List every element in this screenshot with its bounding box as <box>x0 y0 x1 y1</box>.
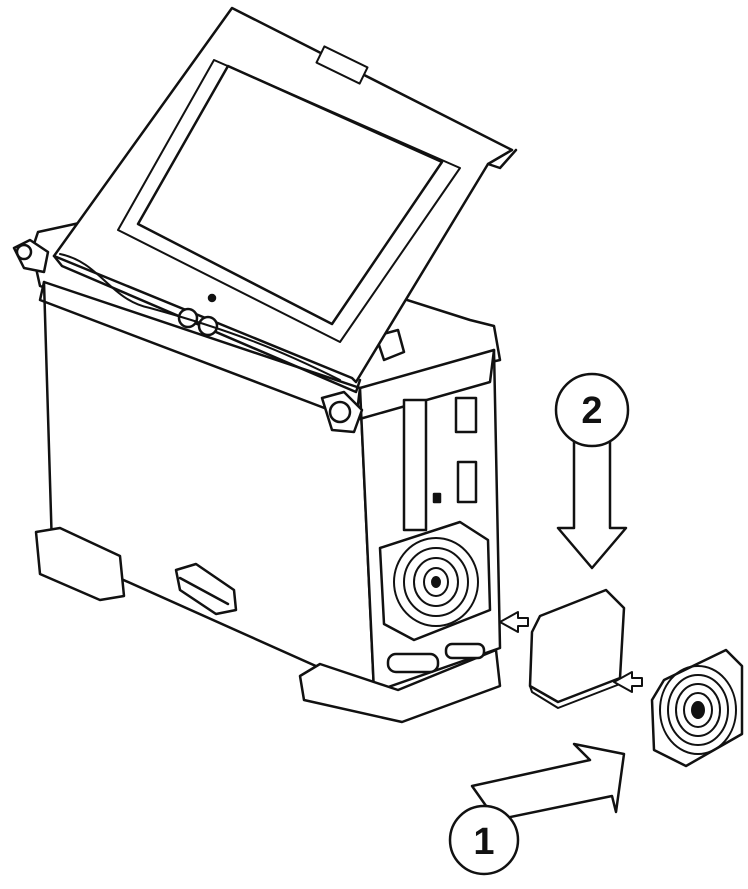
display-lid-icon <box>52 6 518 394</box>
expansion-port-2 <box>456 460 478 504</box>
left-foot <box>34 526 126 602</box>
latch-knob-right <box>328 400 352 424</box>
display-cable <box>59 253 341 381</box>
display-bezel-right-edge <box>486 148 518 170</box>
display-top-badge <box>315 45 369 85</box>
fan-guard-icon[interactable] <box>650 648 744 768</box>
computer-unit-icon <box>12 210 502 724</box>
chassis-left-rim <box>38 280 358 422</box>
front-handle-grip <box>178 576 230 606</box>
serial-connector <box>386 652 440 674</box>
step-2-arrow-icon: 2 <box>554 372 630 570</box>
step-1-label: 1 <box>473 821 494 863</box>
power-led <box>207 293 217 303</box>
display-screen <box>136 64 444 326</box>
guard-insert-arrow-icon <box>613 671 643 693</box>
step-2-arrow-shaft <box>556 428 628 570</box>
card-slot <box>402 398 428 532</box>
expansion-port-1 <box>454 396 478 434</box>
display-inner-frame <box>117 59 461 343</box>
filter-insert-arrow-icon <box>499 611 529 633</box>
step-1-badge <box>448 804 520 876</box>
chassis-end-panel <box>358 348 502 694</box>
step-1-arrow-shaft <box>470 742 626 822</box>
parallel-connector <box>444 642 486 660</box>
right-foot <box>298 648 502 724</box>
indicator-led <box>432 492 442 504</box>
air-filter-icon[interactable] <box>528 588 626 709</box>
fan-guard-grille-icon <box>659 665 737 755</box>
air-filter-pad[interactable] <box>528 588 626 704</box>
step-1-arrow-icon: 1 <box>448 742 626 876</box>
chassis-fan-grille-icon <box>393 537 479 627</box>
step-2-label: 2 <box>581 390 602 432</box>
step-2-badge <box>554 372 630 448</box>
latch-knob-left <box>15 243 33 261</box>
